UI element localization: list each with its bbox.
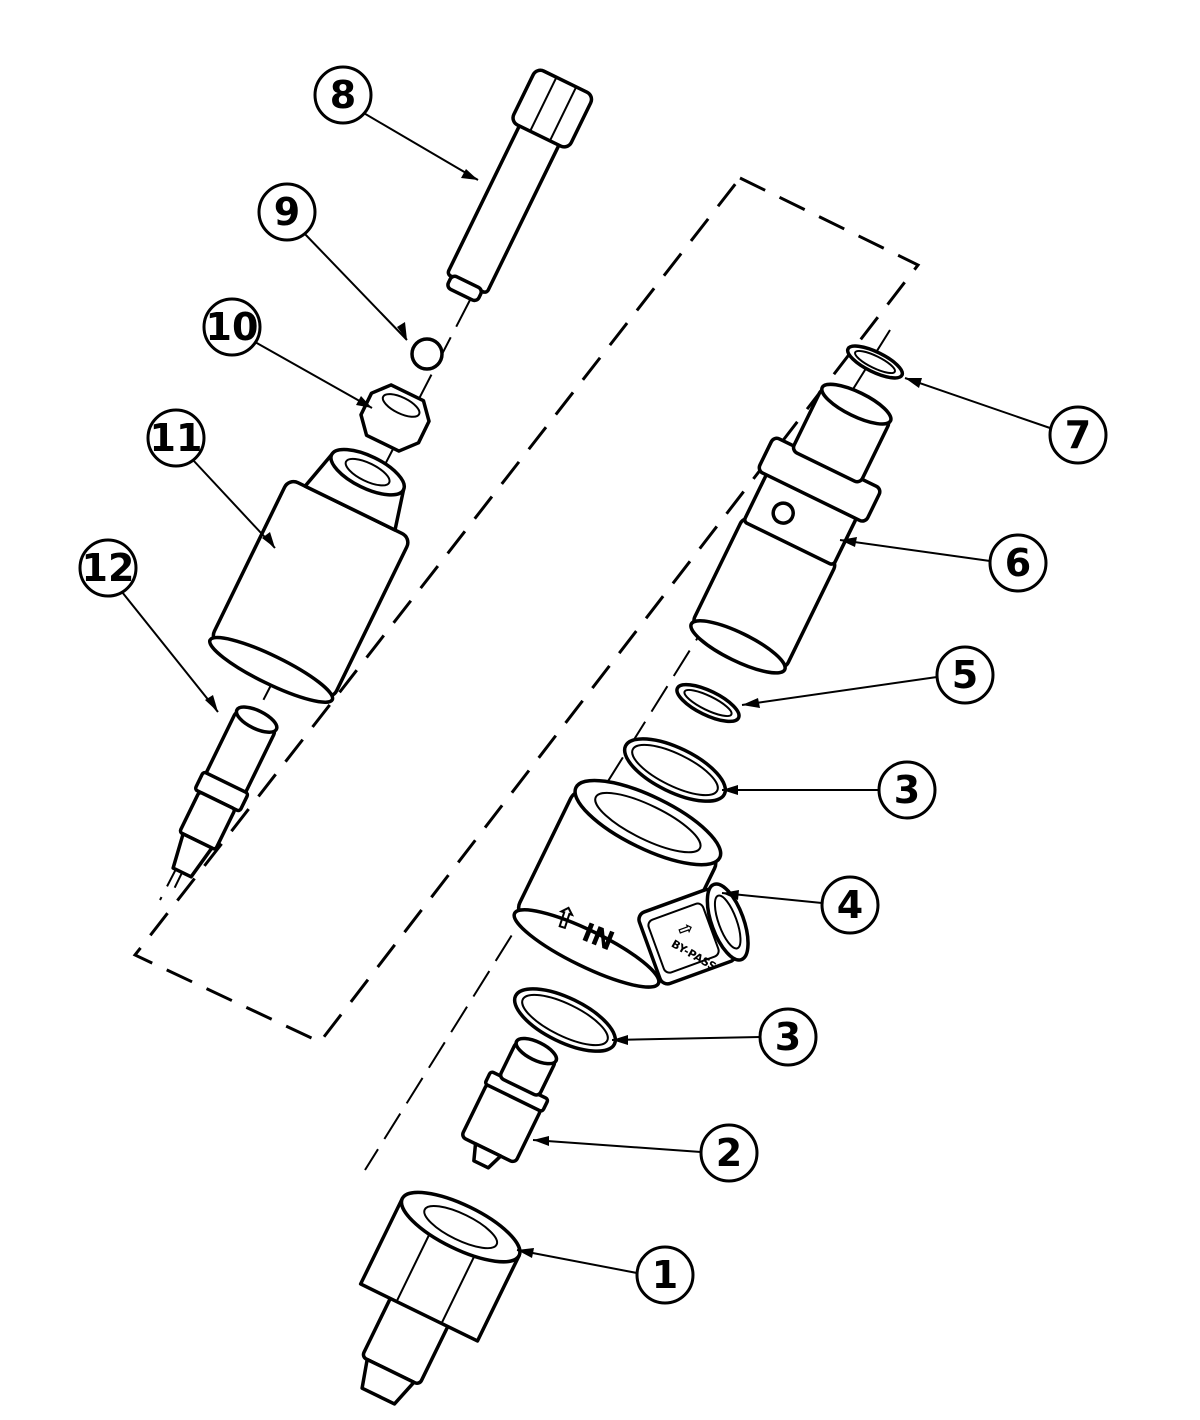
callout-9: 9 [257, 182, 317, 242]
callout-3-upper: 3 [877, 760, 937, 820]
svg-text:12: 12 [82, 546, 135, 590]
part-2-insert [461, 1036, 559, 1170]
svg-text:3: 3 [775, 1015, 801, 1059]
part-12-nozzle [171, 705, 279, 889]
part-5-o-ring [675, 682, 741, 724]
leader-lines [121, 111, 1051, 1274]
svg-text:8: 8 [330, 73, 356, 117]
callout-8: 8 [313, 65, 373, 125]
callout-11: 11 [146, 408, 206, 468]
part-3-o-ring-upper [622, 737, 728, 803]
bypass-arrow-icon: ⇨ [675, 917, 696, 942]
axis-line-right [364, 329, 891, 1171]
leader-arrowheads [205, 169, 922, 1258]
part-9-ball [410, 337, 444, 371]
part-1-fitting [358, 1190, 522, 1406]
callout-1: 1 [635, 1245, 695, 1305]
callout-6: 6 [988, 533, 1048, 593]
callout-4: 4 [820, 875, 880, 935]
subassembly-boundary [132, 176, 921, 1044]
callout-12: 12 [78, 538, 138, 598]
callout-10: 10 [202, 297, 262, 357]
callout-3-lower: 3 [758, 1007, 818, 1067]
svg-text:10: 10 [206, 305, 259, 349]
part-7-o-ring [845, 344, 905, 380]
part-4-housing: BY-PASS ⇨ ⇧ IN [512, 778, 750, 989]
svg-text:7: 7 [1065, 413, 1091, 457]
svg-text:1: 1 [652, 1253, 678, 1297]
svg-text:2: 2 [716, 1131, 742, 1175]
callout-2: 2 [699, 1123, 759, 1183]
svg-text:5: 5 [952, 653, 978, 697]
svg-text:9: 9 [274, 190, 300, 234]
callout-7: 7 [1048, 405, 1108, 465]
svg-text:6: 6 [1005, 541, 1031, 585]
part-11-body [207, 447, 410, 704]
part-3-o-ring-lower [512, 987, 618, 1053]
part-8-bolt [446, 68, 594, 303]
svg-text:11: 11 [150, 416, 203, 460]
callout-5: 5 [935, 645, 995, 705]
part-6-cartridge [689, 382, 893, 675]
part-10-nut [359, 383, 431, 453]
svg-text:3: 3 [894, 768, 920, 812]
svg-text:4: 4 [837, 883, 863, 927]
